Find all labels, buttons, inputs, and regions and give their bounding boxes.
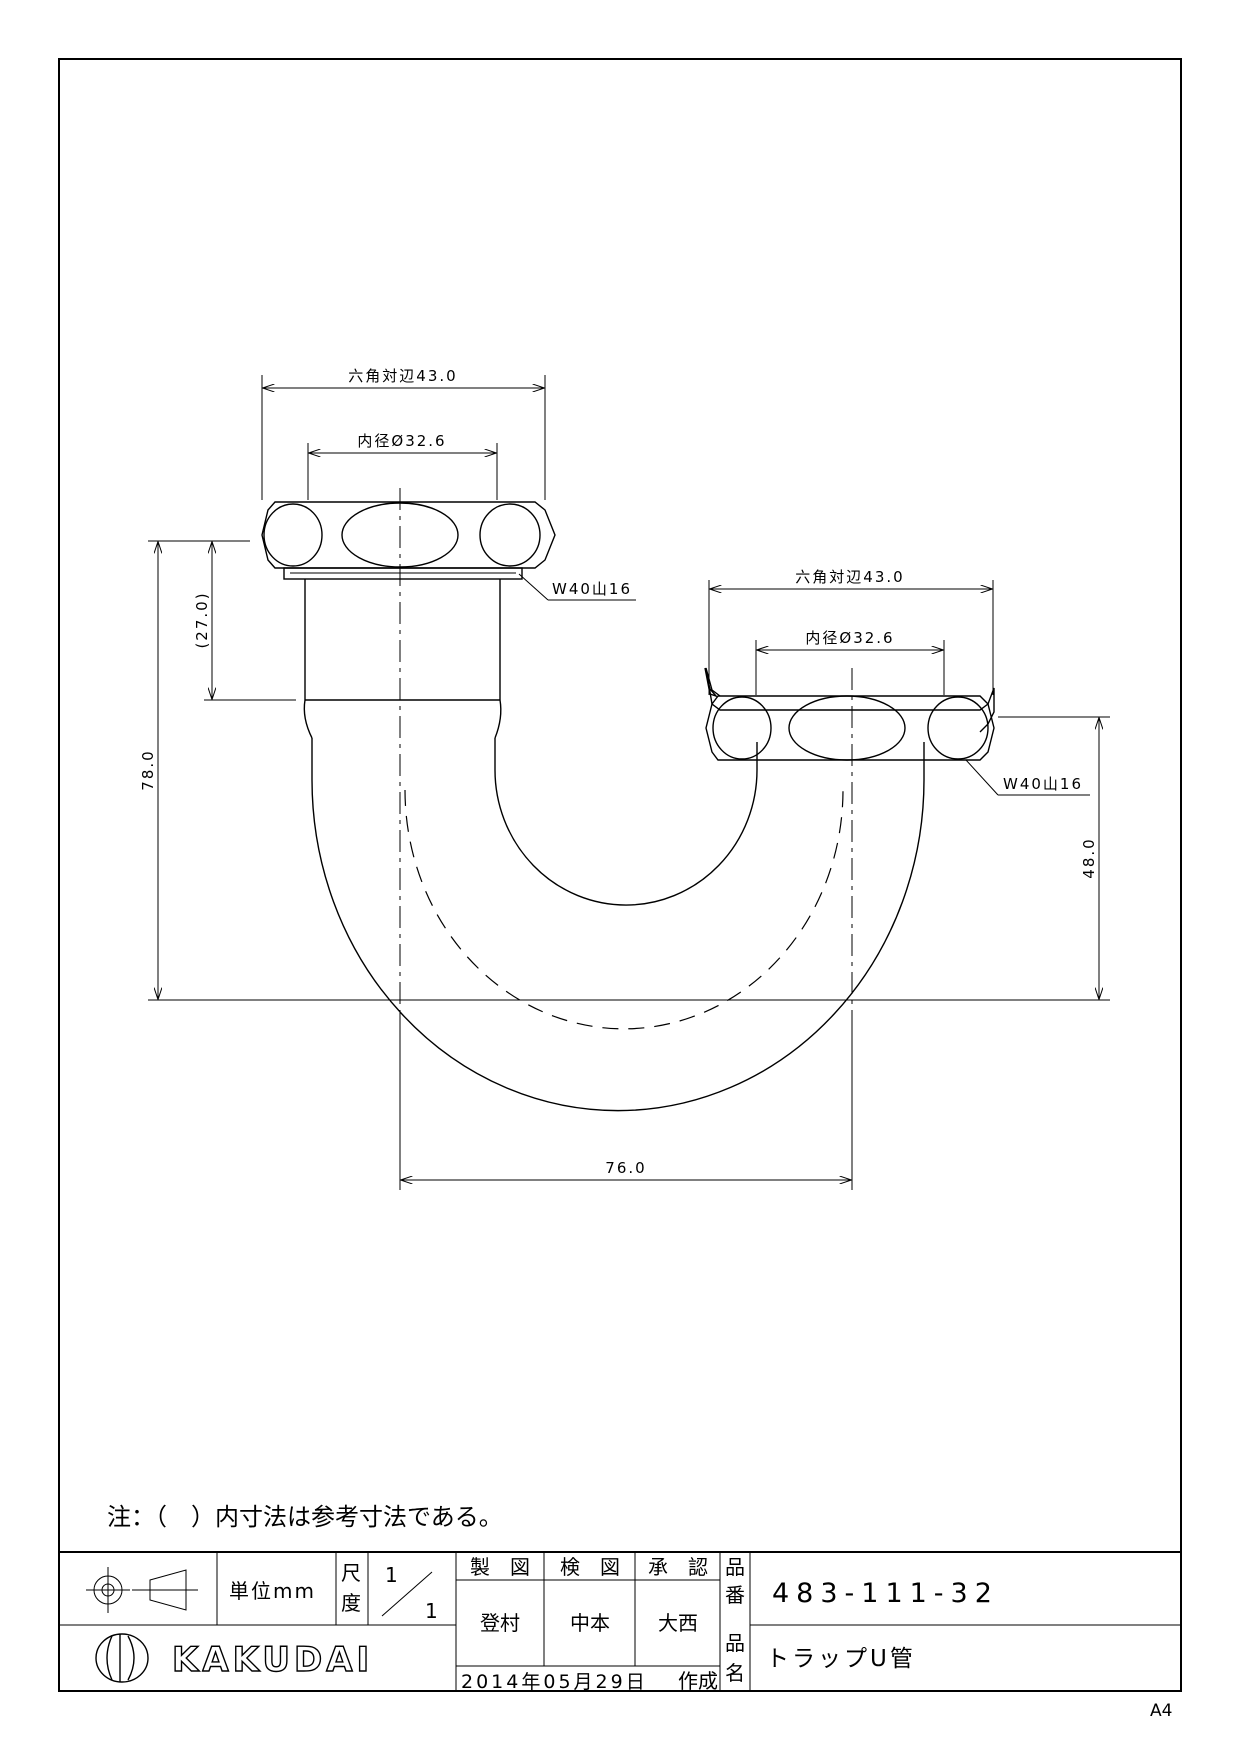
left-pipe-section [303, 579, 502, 739]
scale-label-top: 尺 [341, 1561, 361, 1585]
drawn-by: 登村 [480, 1611, 520, 1635]
scale-denominator: 1 [425, 1599, 438, 1623]
checked-header: 検 図 [560, 1555, 620, 1579]
drawing-border [58, 58, 1182, 1692]
paper-size: A4 [1150, 1701, 1172, 1721]
drawing-date: 2014年05月29日 [461, 1671, 648, 1693]
dim-inner-dia-left: 内径Ø32.6 [357, 432, 446, 450]
dim-hex-left: 六角対辺43.0 [348, 367, 457, 385]
drawn-header: 製 図 [470, 1555, 530, 1579]
dim-thread-left: W40山16 [552, 580, 632, 598]
left-hex-nut [261, 501, 556, 580]
brand-wordmark: KAKUDAI [172, 1640, 373, 1680]
dim-thread-right: W40山16 [1003, 775, 1083, 793]
unit-label: 単位mm [229, 1579, 316, 1603]
right-hex-nut [704, 667, 995, 761]
dim-inner-dia-right: 内径Ø32.6 [805, 629, 894, 647]
part-name-label-top: 品 [725, 1631, 745, 1655]
created-label: 作成 [678, 1669, 718, 1693]
scale-label-bottom: 度 [341, 1591, 361, 1615]
dim-total-height: 78.0 [139, 749, 157, 790]
part-no-label-top: 品 [725, 1555, 745, 1579]
dim-center-distance: 76.0 [605, 1159, 646, 1177]
part-no-label-bottom: 番 [725, 1583, 745, 1607]
approved-header: 承 認 [648, 1555, 708, 1579]
kakudai-logo: KAKUDAI [95, 1633, 373, 1683]
dim-right-height: 48.0 [1080, 837, 1098, 878]
checked-by: 中本 [570, 1611, 610, 1635]
part-number: 483-111-32 [772, 1578, 999, 1609]
part-name: トラップU管 [766, 1646, 916, 1672]
scale-numerator: 1 [385, 1563, 398, 1587]
u-trap-pipe [261, 488, 995, 1112]
title-block: 単位mm 尺 度 1 1 製 図 検 図 承 認 登村 中本 大西 2014年0… [58, 1551, 1182, 1693]
u-bend [311, 738, 925, 1112]
dim-ref-height: (27.0) [193, 591, 211, 648]
dim-hex-right: 六角対辺43.0 [795, 568, 904, 586]
part-name-label-bottom: 名 [725, 1661, 745, 1685]
approved-by: 大西 [658, 1611, 698, 1635]
third-angle-projection-icon [86, 1567, 198, 1613]
reference-note: 注：（ ）内寸法は参考寸法である。 [107, 1503, 503, 1531]
dimensions: 六角対辺43.0 内径Ø32.6 W40山16 六角対辺43.0 内径Ø32.6… [139, 367, 1110, 1190]
